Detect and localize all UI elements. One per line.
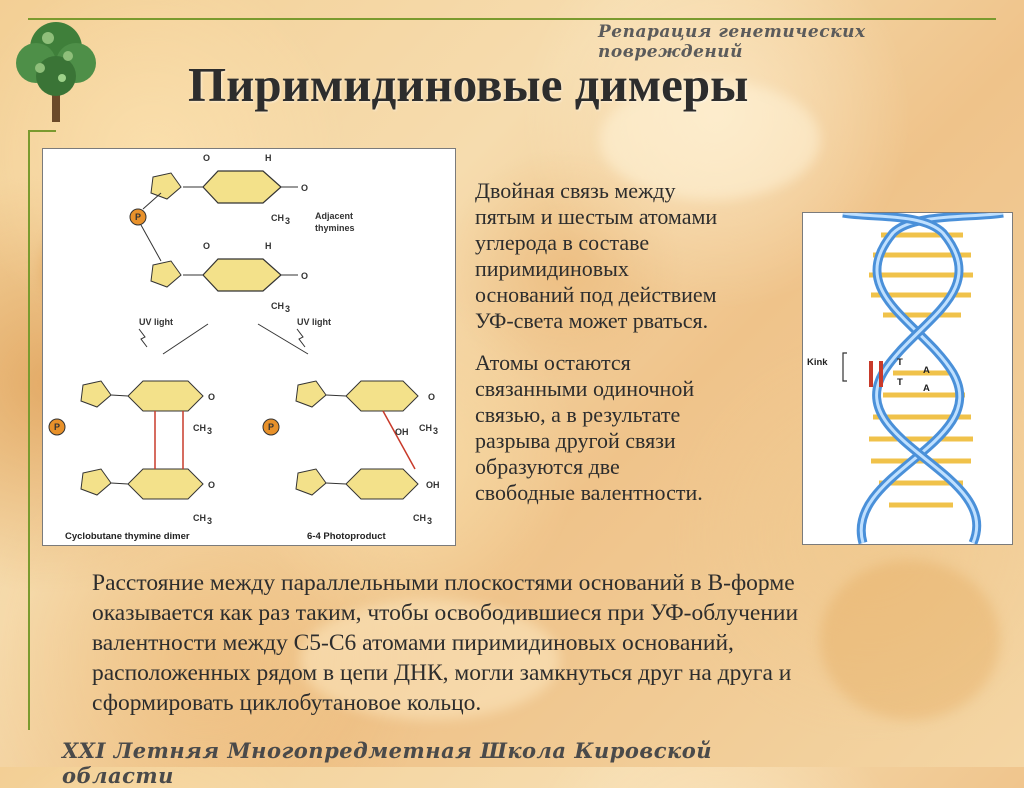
svg-text:O: O [301,271,308,281]
cyclobutane-caption: Cyclobutane thymine dimer [65,531,190,542]
svg-text:CH: CH [419,423,432,433]
background-blotch [300,600,560,720]
svg-text:3: 3 [433,426,438,436]
base-label: A [923,383,930,394]
uv-light-right-label: UV light [297,317,331,327]
photoproduct-caption: 6-4 Photoproduct [307,531,386,542]
background-blotch [820,560,1000,720]
svg-text:3: 3 [427,516,432,526]
svg-text:3: 3 [207,426,212,436]
background-blotch [600,80,820,200]
text-line: оснований под действием [475,282,717,307]
phosphate-icon [48,418,66,436]
svg-text:OH: OH [426,480,440,490]
text-line: оказывается как раз таким, чтобы освобод… [92,600,799,626]
svg-text:CH: CH [413,513,426,523]
svg-text:P: P [135,212,141,222]
dna-kink-figure: T A T A Kink [802,208,1013,545]
thymine-dimer-mark [869,361,873,387]
svg-text:O: O [203,153,210,163]
text-line: УФ-света может рваться. [475,308,709,333]
text-line: разрыва другой связи [475,428,676,453]
adjacent-label: Adjacent [315,211,353,221]
paragraph-2: Атомы остаются связанными одиночной связ… [475,350,795,506]
footer: XXI Летняя Многопредметная Школа Кировск… [62,738,712,788]
svg-text:O: O [301,183,308,193]
side-rule [28,130,30,730]
svg-text:CH: CH [193,423,206,433]
text-line: углерода в составе [475,230,650,255]
text-line: образуются две [475,454,620,479]
bottom-paragraph: Расстояние между параллельными плоскостя… [92,568,972,718]
text-line: сформировать циклобутановое кольцо. [92,690,482,716]
svg-text:3: 3 [285,216,290,226]
thymines-label: thymines [315,223,355,233]
svg-text:CH: CH [271,213,284,223]
svg-text:O: O [203,241,210,251]
svg-text:H: H [265,153,272,163]
svg-text:O: O [428,392,435,402]
svg-text:CH: CH [193,513,206,523]
text-line: валентности между С5-С6 атомами пиримиди… [92,630,734,656]
base-label: T [897,357,903,368]
svg-text:P: P [268,422,274,432]
svg-text:O: O [208,392,215,402]
side-rule-tick [28,130,56,132]
text-line: связанными одиночной [475,376,695,401]
text-line: расположенных рядом в цепи ДНК, могли за… [92,660,792,686]
kink-bracket [842,352,847,382]
series-title: Репарация генетических повреждений [598,22,866,62]
page-title: Пиримидиновые димеры [188,57,749,112]
svg-text:3: 3 [285,304,290,314]
svg-text:CH: CH [271,301,284,311]
text-line: свободные валентности. [475,480,703,505]
phosphate-icon [262,418,280,436]
base-label: T [897,377,903,388]
text-line: связью, а в результате [475,402,681,427]
tree-logo [16,22,96,122]
text-line: Расстояние между параллельными плоскостя… [92,570,795,596]
paragraph-1: Двойная связь между пятым и шестым атома… [475,178,795,334]
thymine-dimer-mark [879,361,883,387]
text-line: Атомы остаются [475,350,631,375]
base-label: A [923,365,930,376]
svg-text:3: 3 [207,516,212,526]
text-line: пиримидиновых [475,256,629,281]
text-line: пятым и шестым атомами [475,204,718,229]
svg-text:O: O [208,480,215,490]
uv-light-left-label: UV light [139,317,173,327]
svg-text:H: H [265,241,272,251]
header-rule [28,18,996,20]
phosphate-icon [129,208,147,226]
svg-text:P: P [54,422,60,432]
svg-text:OH: OH [395,427,409,437]
text-line: Двойная связь между [475,178,676,203]
dna-helix-diagram: T A T A Kink [807,208,1004,545]
kink-label: Kink [807,357,828,368]
